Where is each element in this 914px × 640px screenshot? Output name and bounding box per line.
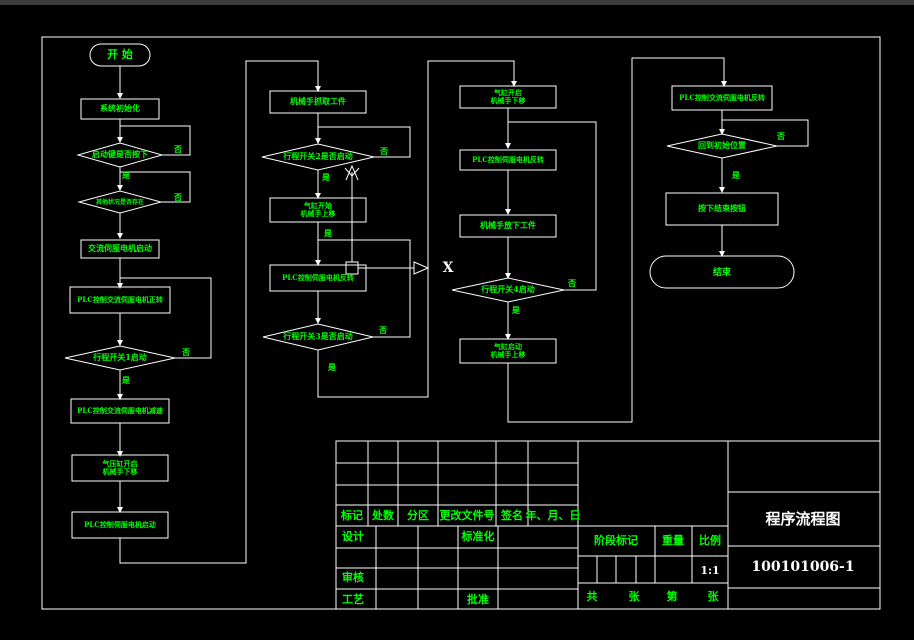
tb-process: 工艺: [342, 592, 364, 606]
tb-weight: 重量: [662, 533, 684, 547]
c2-loop1: [318, 126, 411, 158]
tb-scale-value: 1:1: [700, 564, 719, 577]
c1-loop1: [120, 125, 191, 156]
tb-sheet-no: 第: [667, 589, 678, 603]
q5-yes: 是: [121, 375, 130, 385]
cyl-down2-box-label: 气缸开启机械手下移: [491, 88, 526, 105]
x-mark-label: X: [443, 260, 454, 276]
tb-header-5: 年、月、日: [526, 508, 581, 522]
window-top-edge: [0, 0, 914, 5]
grab-box-label: 机械手抓取工件: [290, 96, 346, 106]
init-box-label: 系统初始化: [100, 103, 140, 113]
tb-sheets: 张: [629, 589, 641, 603]
tb-stage-mark: 阶段标记: [594, 533, 638, 547]
servo-start-box-label: 交流伺服电机启动: [88, 243, 152, 253]
tb-header-3: 更改文件号: [440, 508, 495, 522]
q5-no: 否: [181, 347, 190, 357]
tb-total: 共: [587, 589, 598, 603]
tb-drawing-number: 100101006-1: [751, 559, 854, 575]
c2-to-c3: [317, 60, 517, 398]
tb-sheet-unit: 张: [708, 589, 720, 603]
servo-start2-box-label: PLC控制伺服电机启动: [84, 520, 156, 529]
cyl-up-box-label: 气缸开始机械手上移: [301, 201, 336, 218]
start-label: 开 始: [107, 47, 133, 61]
end-terminal[interactable]: [649, 255, 795, 289]
c3-loop: [508, 121, 597, 291]
tb-drawing-title: 程序流程图: [765, 510, 840, 528]
q-other-status-label: 其他状况是否存在: [96, 198, 144, 206]
q2b-no: 否: [379, 146, 388, 156]
q5b-no: 否: [378, 325, 387, 335]
q1-no: 否: [173, 144, 182, 154]
c2-loop2: [318, 239, 411, 338]
arrow-right-marker: [413, 261, 430, 275]
end-button-box-label: 按下结束按钮: [698, 203, 746, 213]
arrow-up-marker: [345, 164, 359, 181]
q2b-yes: 是: [321, 172, 330, 182]
tb-header-0: 标记: [340, 508, 363, 522]
tb-standard: 标准化: [461, 529, 495, 543]
home-no: 否: [776, 131, 785, 141]
decel-box-label: PLC控制交流伺服电机减速: [77, 406, 163, 415]
tb-scale: 比例: [699, 533, 721, 547]
q-switch2-label: 行程开关2是否启动: [282, 151, 353, 161]
c1-to-c2: [119, 60, 321, 564]
q4-no: 否: [567, 278, 576, 288]
forward-box-label: PLC控制交流伺服电机正转: [77, 295, 163, 304]
c4-loop: [722, 119, 809, 147]
reverse2-box-label: PLC控制伺服电机反转: [472, 155, 544, 164]
c3-to-c4: [507, 57, 727, 423]
q-switch3-label: 行程开关3是否启动: [282, 331, 353, 341]
home-yes: 是: [731, 170, 740, 180]
q-switch1-label: 行程开关1启动: [92, 352, 147, 362]
c2-yes: 是: [323, 228, 332, 238]
tb-header-2: 分区: [407, 508, 429, 522]
tb-review: 审核: [342, 570, 364, 584]
cyl-up2-box-label: 气缸启动机械手上移: [491, 342, 526, 359]
c1-loop2: [120, 171, 191, 203]
q-switch4-label: 行程开关4启动: [480, 284, 535, 294]
end-label: 结束: [713, 266, 732, 278]
q1-yes: 是: [121, 170, 130, 180]
tb-header-4: 签名: [500, 508, 523, 522]
q-start-key-label: 启动键是否按下: [92, 149, 148, 159]
c1-loop3: [120, 277, 212, 359]
cyl-down-box-label: 气压缸开启机械手下移: [102, 459, 138, 476]
tb-approve: 批准: [467, 592, 489, 606]
reverse3-box-label: PLC控制交流伺服电机反转: [679, 93, 765, 102]
q5b-yes: 是: [327, 362, 336, 372]
reverse-box-label: PLC控制伺服电机反转: [282, 273, 354, 282]
q4-yes: 是: [511, 305, 520, 315]
tick-y: [344, 167, 360, 177]
release-box-label: 机械手放下工件: [480, 220, 536, 230]
tb-header-1: 处数: [371, 508, 395, 522]
q2-no: 否: [173, 192, 182, 202]
q-home-position-label: 回到初始位置: [698, 140, 746, 150]
tb-design: 设计: [342, 529, 364, 543]
